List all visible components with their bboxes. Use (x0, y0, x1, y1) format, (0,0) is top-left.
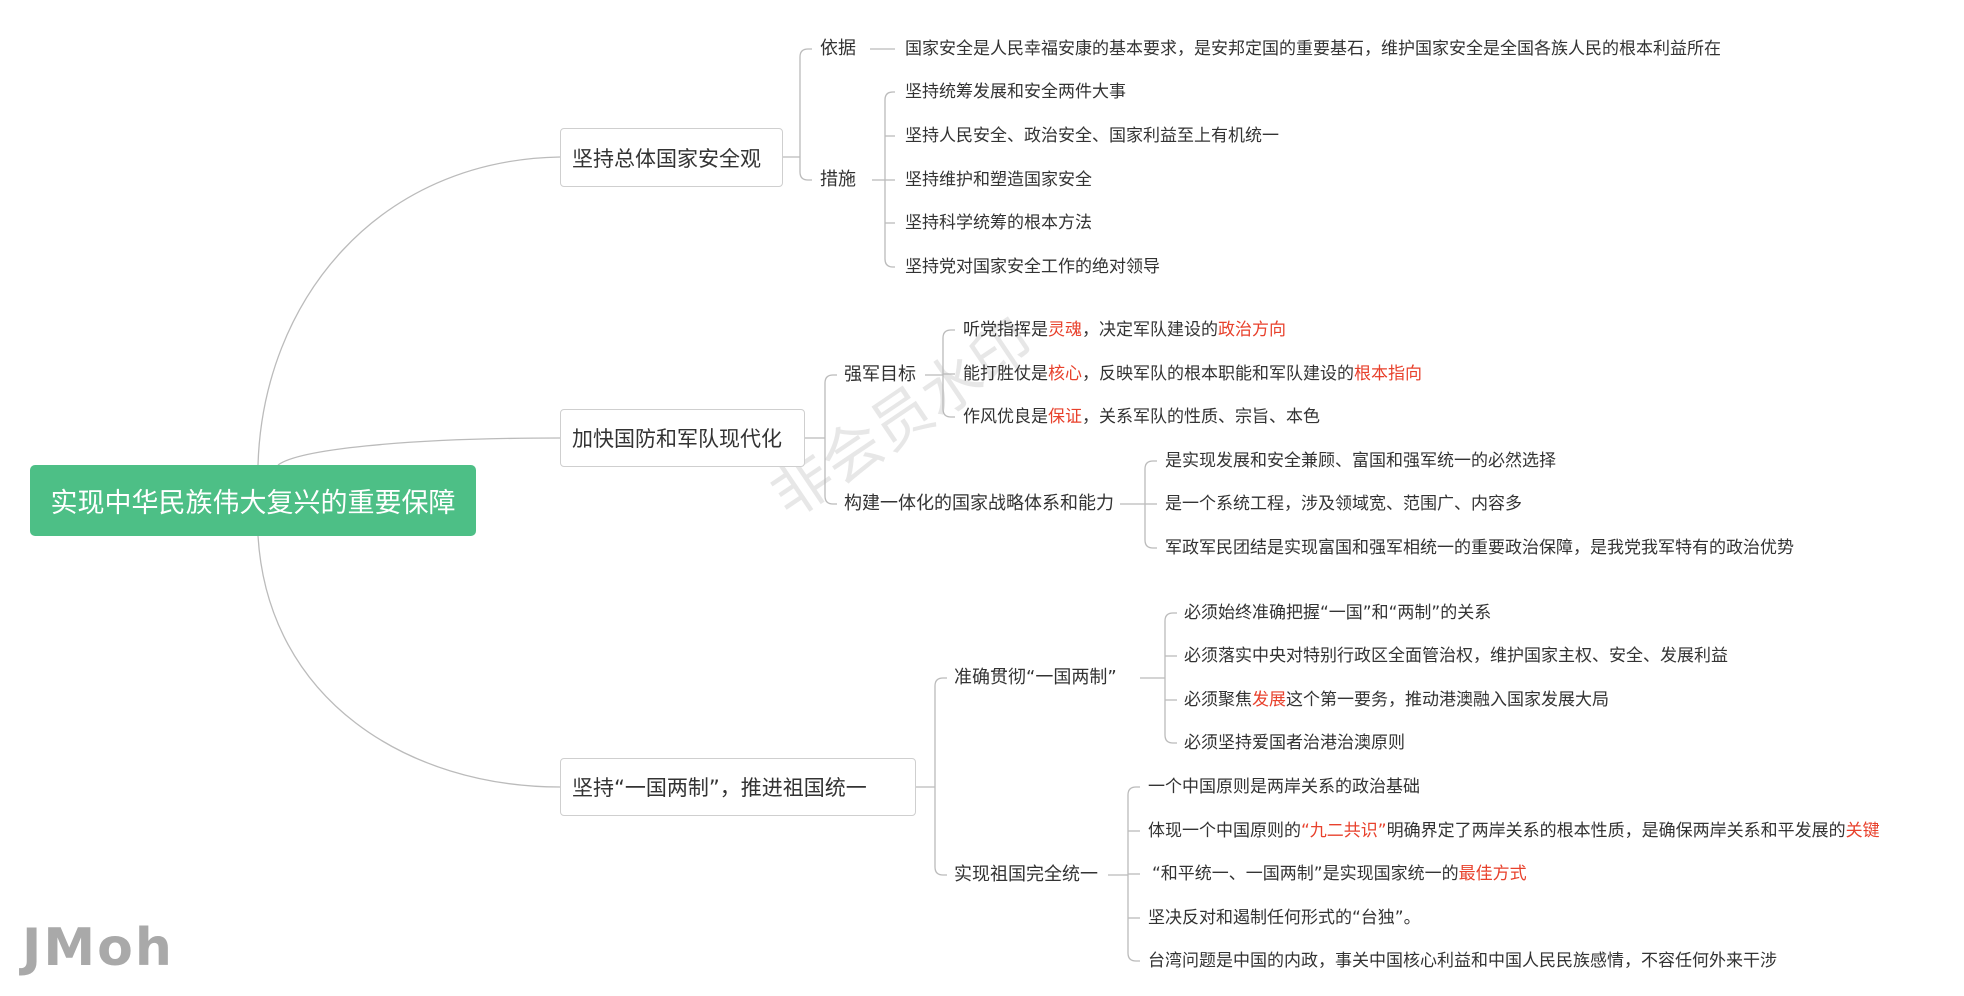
leaf-item[interactable]: 能打胜仗是核心，反映军队的根本职能和军队建设的根本指向 (963, 364, 1422, 384)
branch-reunification-box[interactable]: 坚持“一国两制”，推进祖国统一 (560, 758, 916, 816)
leaf-item[interactable]: 听党指挥是灵魂，决定军队建设的政治方向 (963, 320, 1286, 340)
leaf-item[interactable]: 坚决反对和遏制任何形式的“台独”。 (1148, 908, 1421, 928)
leaf-item[interactable]: 坚持人民安全、政治安全、国家利益至上有机统一 (905, 126, 1279, 146)
leaf-item[interactable]: 必须始终准确把握“一国”和“两制”的关系 (1184, 603, 1492, 623)
sub-branch-label[interactable]: 构建一体化的国家战略体系和能力 (844, 493, 1114, 514)
leaf-item[interactable]: 必须落实中央对特别行政区全面管治权，维护国家主权、安全、发展利益 (1184, 646, 1728, 666)
leaf-item[interactable]: 坚持科学统筹的根本方法 (905, 213, 1092, 233)
branch-defense-box[interactable]: 加快国防和军队现代化 (560, 409, 805, 467)
leaf-item[interactable]: 作风优良是保证，关系军队的性质、宗旨、本色 (963, 407, 1320, 427)
root-node[interactable]: 实现中华民族伟大复兴的重要保障 (30, 465, 476, 536)
leaf-item[interactable]: 必须坚持爱国者治港治澳原则 (1184, 733, 1405, 753)
branch-label: 加快国防和军队现代化 (572, 427, 782, 451)
leaf-item[interactable]: 是一个系统工程，涉及领域宽、范围广、内容多 (1165, 494, 1522, 514)
leaf-item[interactable]: 坚持统筹发展和安全两件大事 (905, 82, 1126, 102)
sub-branch-label[interactable]: 措施 (820, 169, 856, 190)
leaf-item[interactable]: 体现一个中国原则的“九二共识”明确界定了两岸关系的根本性质，是确保两岸关系和平发… (1148, 821, 1880, 841)
leaf-item[interactable]: 坚持党对国家安全工作的绝对领导 (905, 257, 1160, 277)
sub-branch-label[interactable]: 准确贯彻“一国两制” (954, 667, 1117, 688)
leaf-item[interactable]: 国家安全是人民幸福安康的基本要求，是安邦定国的重要基石，维护国家安全是全国各族人… (905, 39, 1721, 59)
branch-label: 坚持“一国两制”，推进祖国统一 (572, 776, 867, 800)
leaf-item[interactable]: “和平统一、一国两制”是实现国家统一的最佳方式 (1152, 864, 1527, 884)
leaf-item[interactable]: 台湾问题是中国的内政，事关中国核心利益和中国人民民族感情，不容任何外来干涉 (1148, 951, 1777, 971)
leaf-item[interactable]: 一个中国原则是两岸关系的政治基础 (1148, 777, 1420, 797)
sub-branch-label[interactable]: 强军目标 (844, 364, 916, 385)
sub-branch-label[interactable]: 依据 (820, 38, 856, 59)
leaf-item[interactable]: 军政军民团结是实现富国和强军相统一的重要政治保障，是我党我军特有的政治优势 (1165, 538, 1794, 558)
brand-logo-text: JMoh (22, 918, 174, 978)
leaf-item[interactable]: 坚持维护和塑造国家安全 (905, 170, 1092, 190)
branch-label: 坚持总体国家安全观 (572, 146, 761, 171)
sub-branch-label[interactable]: 实现祖国完全统一 (954, 864, 1098, 885)
branch-security-box[interactable]: 坚持总体国家安全观 (560, 128, 783, 187)
leaf-item[interactable]: 必须聚焦发展这个第一要务，推动港澳融入国家发展大局 (1184, 690, 1609, 710)
leaf-item[interactable]: 是实现发展和安全兼顾、富国和强军统一的必然选择 (1165, 451, 1556, 471)
